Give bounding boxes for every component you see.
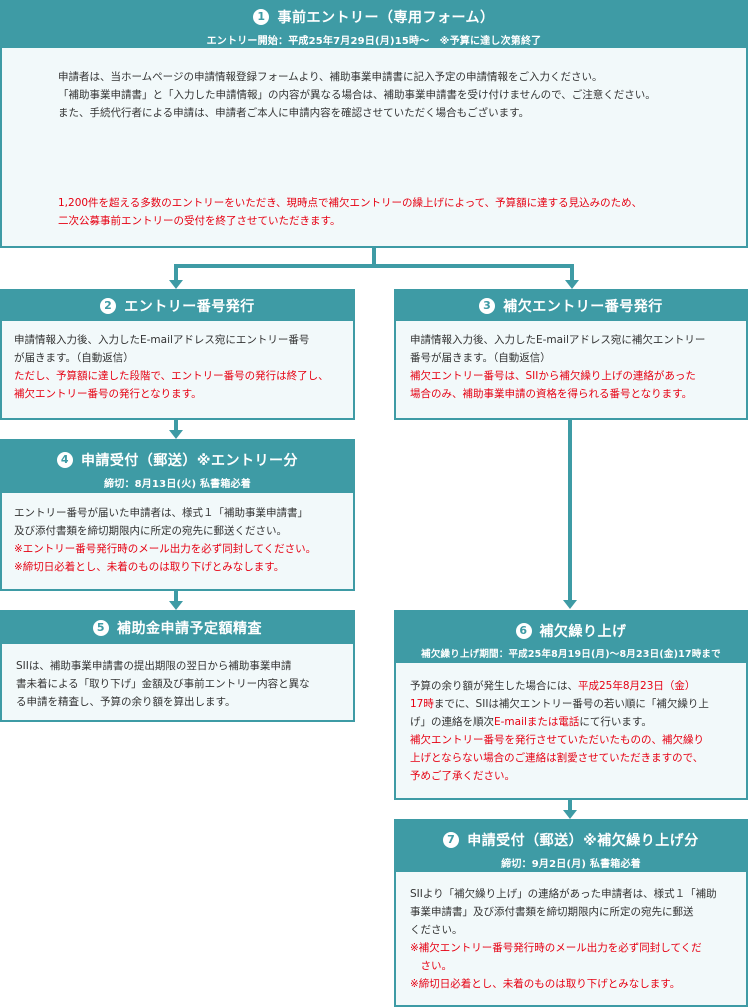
step-number-badge: 5	[93, 620, 109, 636]
step-6-notice: 上げとならない場合のご連絡は割愛させていただきますので、	[410, 752, 704, 764]
step-number-badge: 7	[443, 832, 460, 848]
step-1-body: 申請者は、当ホームページの申請情報登録フォームより、補助事業申請書に記入予定の申…	[2, 48, 746, 230]
step-6-notice: 補欠エントリー番号を発行させていただいたものの、補欠繰り	[410, 734, 704, 746]
arrow-head	[563, 810, 577, 819]
step-7-subtitle: 締切：9月2日(月) 私書箱必着	[501, 859, 641, 870]
connector-line	[174, 420, 178, 430]
connector-line	[174, 264, 574, 268]
step-2-body: 申請情報入力後、入力したE-mailアドレス宛にエントリー番号 が届きます。（自…	[2, 321, 353, 403]
step-6-time-highlight: 17時	[410, 698, 434, 710]
step-4-header: 4 申請受付（郵送）※エントリー分 締切：8月13日(火) 私書箱必着	[2, 441, 353, 493]
step-number-badge: 6	[515, 623, 532, 639]
step-7-notice: ※補欠エントリー番号発行時のメール出力を必ず同封してくだ	[410, 942, 702, 954]
arrow-head	[169, 280, 183, 289]
step-4-body: エントリー番号が届いた申請者は、様式１「補助事業申請書」 及び添付書類を締切期限…	[2, 493, 353, 576]
arrow-head	[169, 601, 183, 610]
step-1-header: 1 事前エントリー（専用フォーム） エントリー開始：平成25年7月29日(月)15…	[2, 2, 746, 48]
arrow-head	[565, 280, 579, 289]
step-7-line: 事業申請書」及び添付書類を締切期限内に所定の宛先に郵送	[410, 906, 694, 918]
connector-line	[372, 248, 376, 266]
step-1-box: 1 事前エントリー（専用フォーム） エントリー開始：平成25年7月29日(月)15…	[0, 0, 748, 248]
step-2-title: エントリー番号発行	[124, 299, 255, 315]
step-7-box: 7 申請受付（郵送）※補欠繰り上げ分 締切：9月2日(月) 私書箱必着 SIIより…	[394, 819, 748, 1007]
step-7-line: ください。	[410, 924, 463, 936]
step-5-line: る申請を精査し、予算の余り額を算出します。	[16, 696, 236, 708]
step-6-notice: 予めご了承ください。	[410, 770, 515, 782]
step-2-line: が届きます。（自動返信）	[14, 352, 134, 364]
step-6-text: げ」の連絡を順次	[410, 716, 494, 728]
step-number-badge: 3	[479, 298, 496, 314]
step-3-line: 番号が届きます。（自動返信）	[410, 352, 551, 364]
step-4-title: 申請受付（郵送）※エントリー分	[80, 453, 299, 469]
step-2-notice: 補欠エントリー番号の発行となります。	[14, 388, 202, 400]
step-6-date-highlight: 平成25年8月23日（金）	[578, 680, 696, 692]
step-7-title: 申請受付（郵送）※補欠繰り上げ分	[467, 833, 699, 849]
step-4-notice: ※エントリー番号発行時のメール出力を必ず同封してください。	[14, 543, 317, 555]
connector-line	[568, 420, 572, 600]
step-1-line: 「補助事業申請書」と「入力した申請情報」の内容が異なる場合は、補助事業申請書を受…	[58, 89, 656, 101]
step-3-title: 補欠エントリー番号発行	[503, 299, 663, 315]
step-6-header: 6 補欠繰り上げ 補欠繰り上げ期間：平成25年8月19日(月)〜8月23日(金)1…	[396, 612, 746, 663]
step-3-notice: 補欠エントリー番号は、SIIから補欠繰り上げの連絡があった	[410, 370, 696, 382]
step-2-line: 申請情報入力後、入力したE-mailアドレス宛にエントリー番号	[14, 334, 310, 346]
step-number-badge: 4	[56, 452, 73, 468]
step-5-line: 書未着による「取り下げ」金額及び事前エントリー内容と異な	[16, 678, 310, 690]
step-7-header: 7 申請受付（郵送）※補欠繰り上げ分 締切：9月2日(月) 私書箱必着	[396, 821, 746, 872]
step-1-title: 事前エントリー（専用フォーム）	[277, 10, 495, 26]
step-6-text: にて行います。	[579, 716, 652, 728]
step-7-notice: ※締切日必着とし、未着のものは取り下げとみなします。	[410, 978, 681, 990]
step-6-contact-highlight: E-mailまたは電話	[494, 716, 580, 728]
arrow-head	[169, 430, 183, 439]
connector-line	[174, 264, 178, 280]
step-number-badge: 1	[253, 9, 270, 25]
step-2-box: 2 エントリー番号発行 申請情報入力後、入力したE-mailアドレス宛にエントリー…	[0, 289, 355, 420]
step-1-line: また、手続代行者による申請は、申請者ご本人に申請内容を確認させていただく場合もご…	[58, 107, 530, 119]
step-5-box: 5 補助金申請予定額精査 SIIは、補助事業申請書の提出期限の翌日から補助事業申請…	[0, 610, 355, 722]
step-number-badge: 2	[100, 298, 117, 314]
step-1-subtitle: エントリー開始：平成25年7月29日(月)15時〜 ※予算に達し次第終了	[206, 36, 542, 47]
step-6-box: 6 補欠繰り上げ 補欠繰り上げ期間：平成25年8月19日(月)〜8月23日(金)1…	[394, 610, 748, 800]
step-3-notice: 場合のみ、補助事業申請の資格を得られる番号となります。	[410, 388, 693, 400]
connector-line	[570, 264, 574, 280]
step-6-title: 補欠繰り上げ	[539, 624, 627, 640]
connector-line	[174, 591, 178, 601]
arrow-head	[563, 600, 577, 609]
step-6-body: 予算の余り額が発生した場合には、平成25年8月23日（金） 17時までに、SII…	[396, 663, 746, 785]
step-1-notice: 二次公募事前エントリーの受付を終了させていただきます。	[58, 215, 341, 227]
step-5-body: SIIは、補助事業申請書の提出期限の翌日から補助事業申請 書未着による「取り下げ…	[2, 644, 353, 711]
step-2-header: 2 エントリー番号発行	[2, 291, 353, 321]
step-4-box: 4 申請受付（郵送）※エントリー分 締切：8月13日(火) 私書箱必着 エントリー…	[0, 439, 355, 591]
step-6-text: 予算の余り額が発生した場合には、	[410, 680, 578, 692]
step-3-box: 3 補欠エントリー番号発行 申請情報入力後、入力したE-mailアドレス宛に補欠エ…	[394, 289, 748, 420]
step-3-body: 申請情報入力後、入力したE-mailアドレス宛に補欠エントリー 番号が届きます。…	[396, 321, 746, 403]
step-5-line: SIIは、補助事業申請書の提出期限の翌日から補助事業申請	[16, 660, 292, 672]
step-3-header: 3 補欠エントリー番号発行	[396, 291, 746, 321]
step-1-notice: 1,200件を超える多数のエントリーをいただき、現時点で補欠エントリーの繰上げに…	[58, 197, 643, 209]
step-4-line: エントリー番号が届いた申請者は、様式１「補助事業申請書」	[14, 507, 308, 519]
connector-line	[568, 800, 572, 810]
step-4-subtitle: 締切：8月13日(火) 私書箱必着	[104, 479, 251, 490]
step-4-line: 及び添付書類を締切期限内に所定の宛先に郵送ください。	[14, 525, 287, 537]
step-6-text: までに、SIIは補欠エントリー番号の若い順に「補欠繰り上	[433, 698, 709, 710]
step-7-body: SIIより「補欠繰り上げ」の連絡があった申請者は、様式１「補助 事業申請書」及び…	[396, 872, 746, 993]
step-5-title: 補助金申請予定額精査	[117, 621, 262, 637]
step-7-notice: さい。	[410, 960, 452, 972]
step-4-notice: ※締切日必着とし、未着のものは取り下げとみなします。	[14, 561, 285, 573]
step-2-notice: ただし、予算額に達した段階で、エントリー番号の発行は終了し、	[14, 370, 329, 382]
step-1-line: 申請者は、当ホームページの申請情報登録フォームより、補助事業申請書に記入予定の申…	[58, 71, 603, 83]
step-5-header: 5 補助金申請予定額精査	[2, 612, 353, 644]
step-7-line: SIIより「補欠繰り上げ」の連絡があった申請者は、様式１「補助	[410, 888, 717, 900]
step-3-line: 申請情報入力後、入力したE-mailアドレス宛に補欠エントリー	[410, 334, 706, 346]
step-6-subtitle: 補欠繰り上げ期間：平成25年8月19日(月)〜8月23日(金)17時まで	[421, 649, 721, 660]
